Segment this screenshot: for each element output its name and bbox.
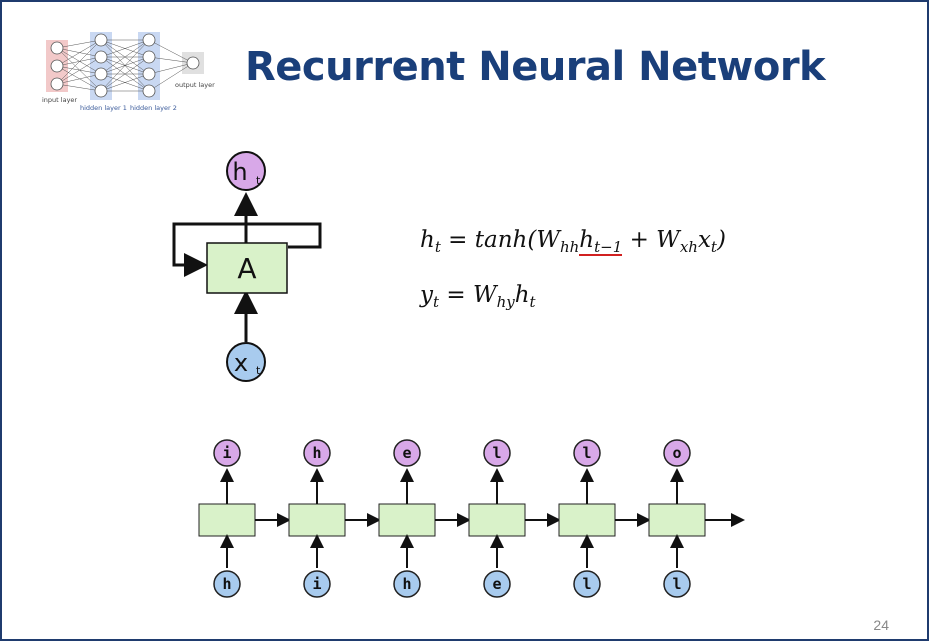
nn-connection [56, 65, 102, 92]
unrolled-output-char: e [402, 444, 411, 462]
nn-connection [148, 56, 194, 64]
unrolled-input-char: h [222, 575, 231, 593]
unrolled-input-char: l [672, 575, 681, 593]
nn-thumbnail: input layer hidden layer 1 hidden layer … [42, 32, 215, 112]
unrolled-input-char: h [402, 575, 411, 593]
nn-connection [56, 47, 102, 75]
nn-connection [56, 47, 102, 58]
nn-neuron [142, 50, 156, 64]
unrolled-input-char: i [312, 575, 321, 593]
unrolled-input-node [483, 570, 511, 598]
nn-connection [56, 47, 102, 92]
unrolled-output-char: o [672, 444, 681, 462]
hidden-layer-1-label: hidden layer 1 [80, 104, 127, 112]
nn-connection [56, 65, 102, 75]
hidden-layer-2-band [138, 32, 160, 100]
unrolled-input-node [303, 570, 331, 598]
unrolled-input-node [213, 570, 241, 598]
nn-neuron [94, 67, 108, 81]
unrolled-output-node [303, 439, 331, 467]
nn-connection [148, 62, 194, 75]
nn-connection [56, 39, 102, 49]
input-node-sub: t [256, 364, 261, 377]
page-number: 24 [873, 617, 889, 633]
cell-label: A [237, 252, 256, 285]
unrolled-output-node [663, 439, 691, 467]
unrolled-output-node [213, 439, 241, 467]
output-node-label: h [232, 158, 247, 186]
nn-connection [100, 73, 150, 92]
nn-connection [100, 39, 150, 58]
equation-output: yt = Whyht [420, 282, 536, 311]
unrolled-cell [378, 503, 436, 537]
nn-neuron [50, 41, 64, 55]
nn-neuron [94, 33, 108, 47]
nn-connection [148, 62, 194, 92]
nn-neuron [94, 50, 108, 64]
unrolled-cell [288, 503, 346, 537]
unrolled-cell [198, 503, 256, 537]
nn-neuron [186, 56, 200, 70]
nn-connection [148, 39, 194, 64]
input-node-label: x [234, 349, 248, 377]
unrolled-input-node [573, 570, 601, 598]
unrolled-input-char: e [492, 575, 501, 593]
nn-connection [56, 56, 102, 85]
hidden-layer-1-band [90, 32, 112, 100]
output-node-sub: t [256, 174, 261, 187]
hidden-layer-2-label: hidden layer 2 [130, 104, 177, 112]
nn-connection [56, 73, 102, 85]
unrolled-cell [648, 503, 706, 537]
nn-connection [56, 56, 102, 67]
rnn-cell-box [206, 242, 288, 294]
unrolled-cell [558, 503, 616, 537]
nn-connection [100, 39, 150, 92]
unrolled-cell [468, 503, 526, 537]
nn-connection [56, 83, 102, 92]
rnn-cell-diagram: A h t x t [172, 151, 322, 382]
output-layer-label: output layer [175, 81, 215, 89]
unrolled-output-char: l [492, 444, 501, 462]
nn-connection [100, 39, 150, 75]
unrolled-input-char: l [582, 575, 591, 593]
nn-neuron [142, 33, 156, 47]
unrolled-output-char: h [312, 444, 321, 462]
nn-connection [56, 39, 102, 85]
nn-neuron [142, 84, 156, 98]
output-node-ht [226, 151, 266, 191]
nn-neuron [142, 67, 156, 81]
previous-hidden-state-term: ht−1 [579, 227, 623, 256]
nn-neuron [50, 59, 64, 73]
nn-neuron [94, 84, 108, 98]
nn-connection [56, 39, 102, 67]
slide-title: Recurrent Neural Network [245, 44, 826, 90]
equation-hidden-state: ht = tanh(Whhht−1 + Wxhxt) [420, 227, 726, 256]
nn-connection [100, 56, 150, 92]
unrolled-output-char: l [582, 444, 591, 462]
unrolled-input-node [663, 570, 691, 598]
nn-neuron [50, 77, 64, 91]
unrolled-output-node [573, 439, 601, 467]
unrolled-output-node [393, 439, 421, 467]
input-layer-label: input layer [42, 96, 77, 104]
unrolled-output-node [483, 439, 511, 467]
unrolled-output-char: i [222, 444, 231, 462]
unrolled-input-node [393, 570, 421, 598]
input-node-xt [226, 342, 266, 382]
